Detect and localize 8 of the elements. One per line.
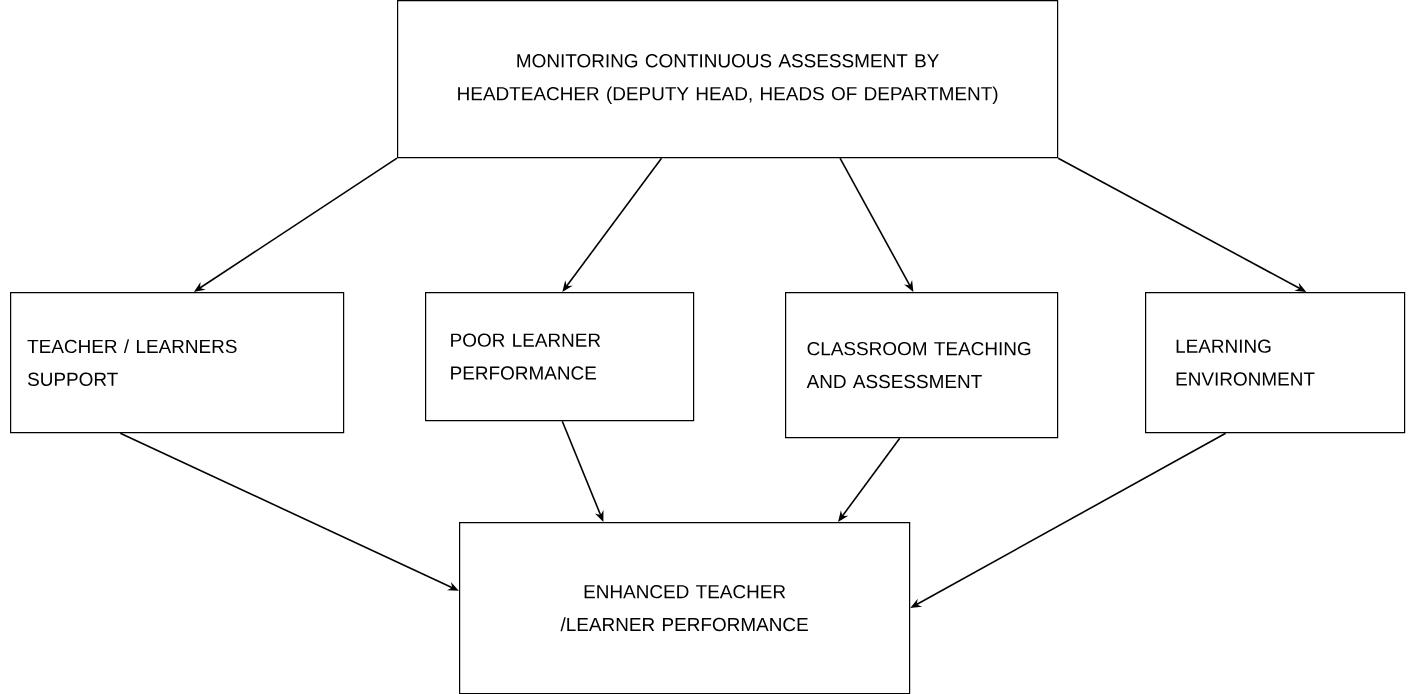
process-box: ENHANCED TEACHER /LEARNER PERFORMANCE — [459, 522, 911, 694]
arrow — [838, 437, 901, 522]
process-box: LEARNING ENVIRONMENT — [1145, 292, 1406, 434]
process-box: TEACHER / LEARNERS SUPPORT — [10, 292, 345, 434]
process-box: CLASSROOM TEACHING AND ASSESSMENT — [785, 292, 1059, 439]
arrow — [562, 157, 663, 292]
process-box: POOR LEARNER PERFORMANCE — [425, 292, 695, 422]
process-box: MONITORING CONTINUOUS ASSESSMENT BY HEADTEACHER (DEPUTY HEAD, HEADS OF DEPARTMENT) — [397, 0, 1059, 159]
